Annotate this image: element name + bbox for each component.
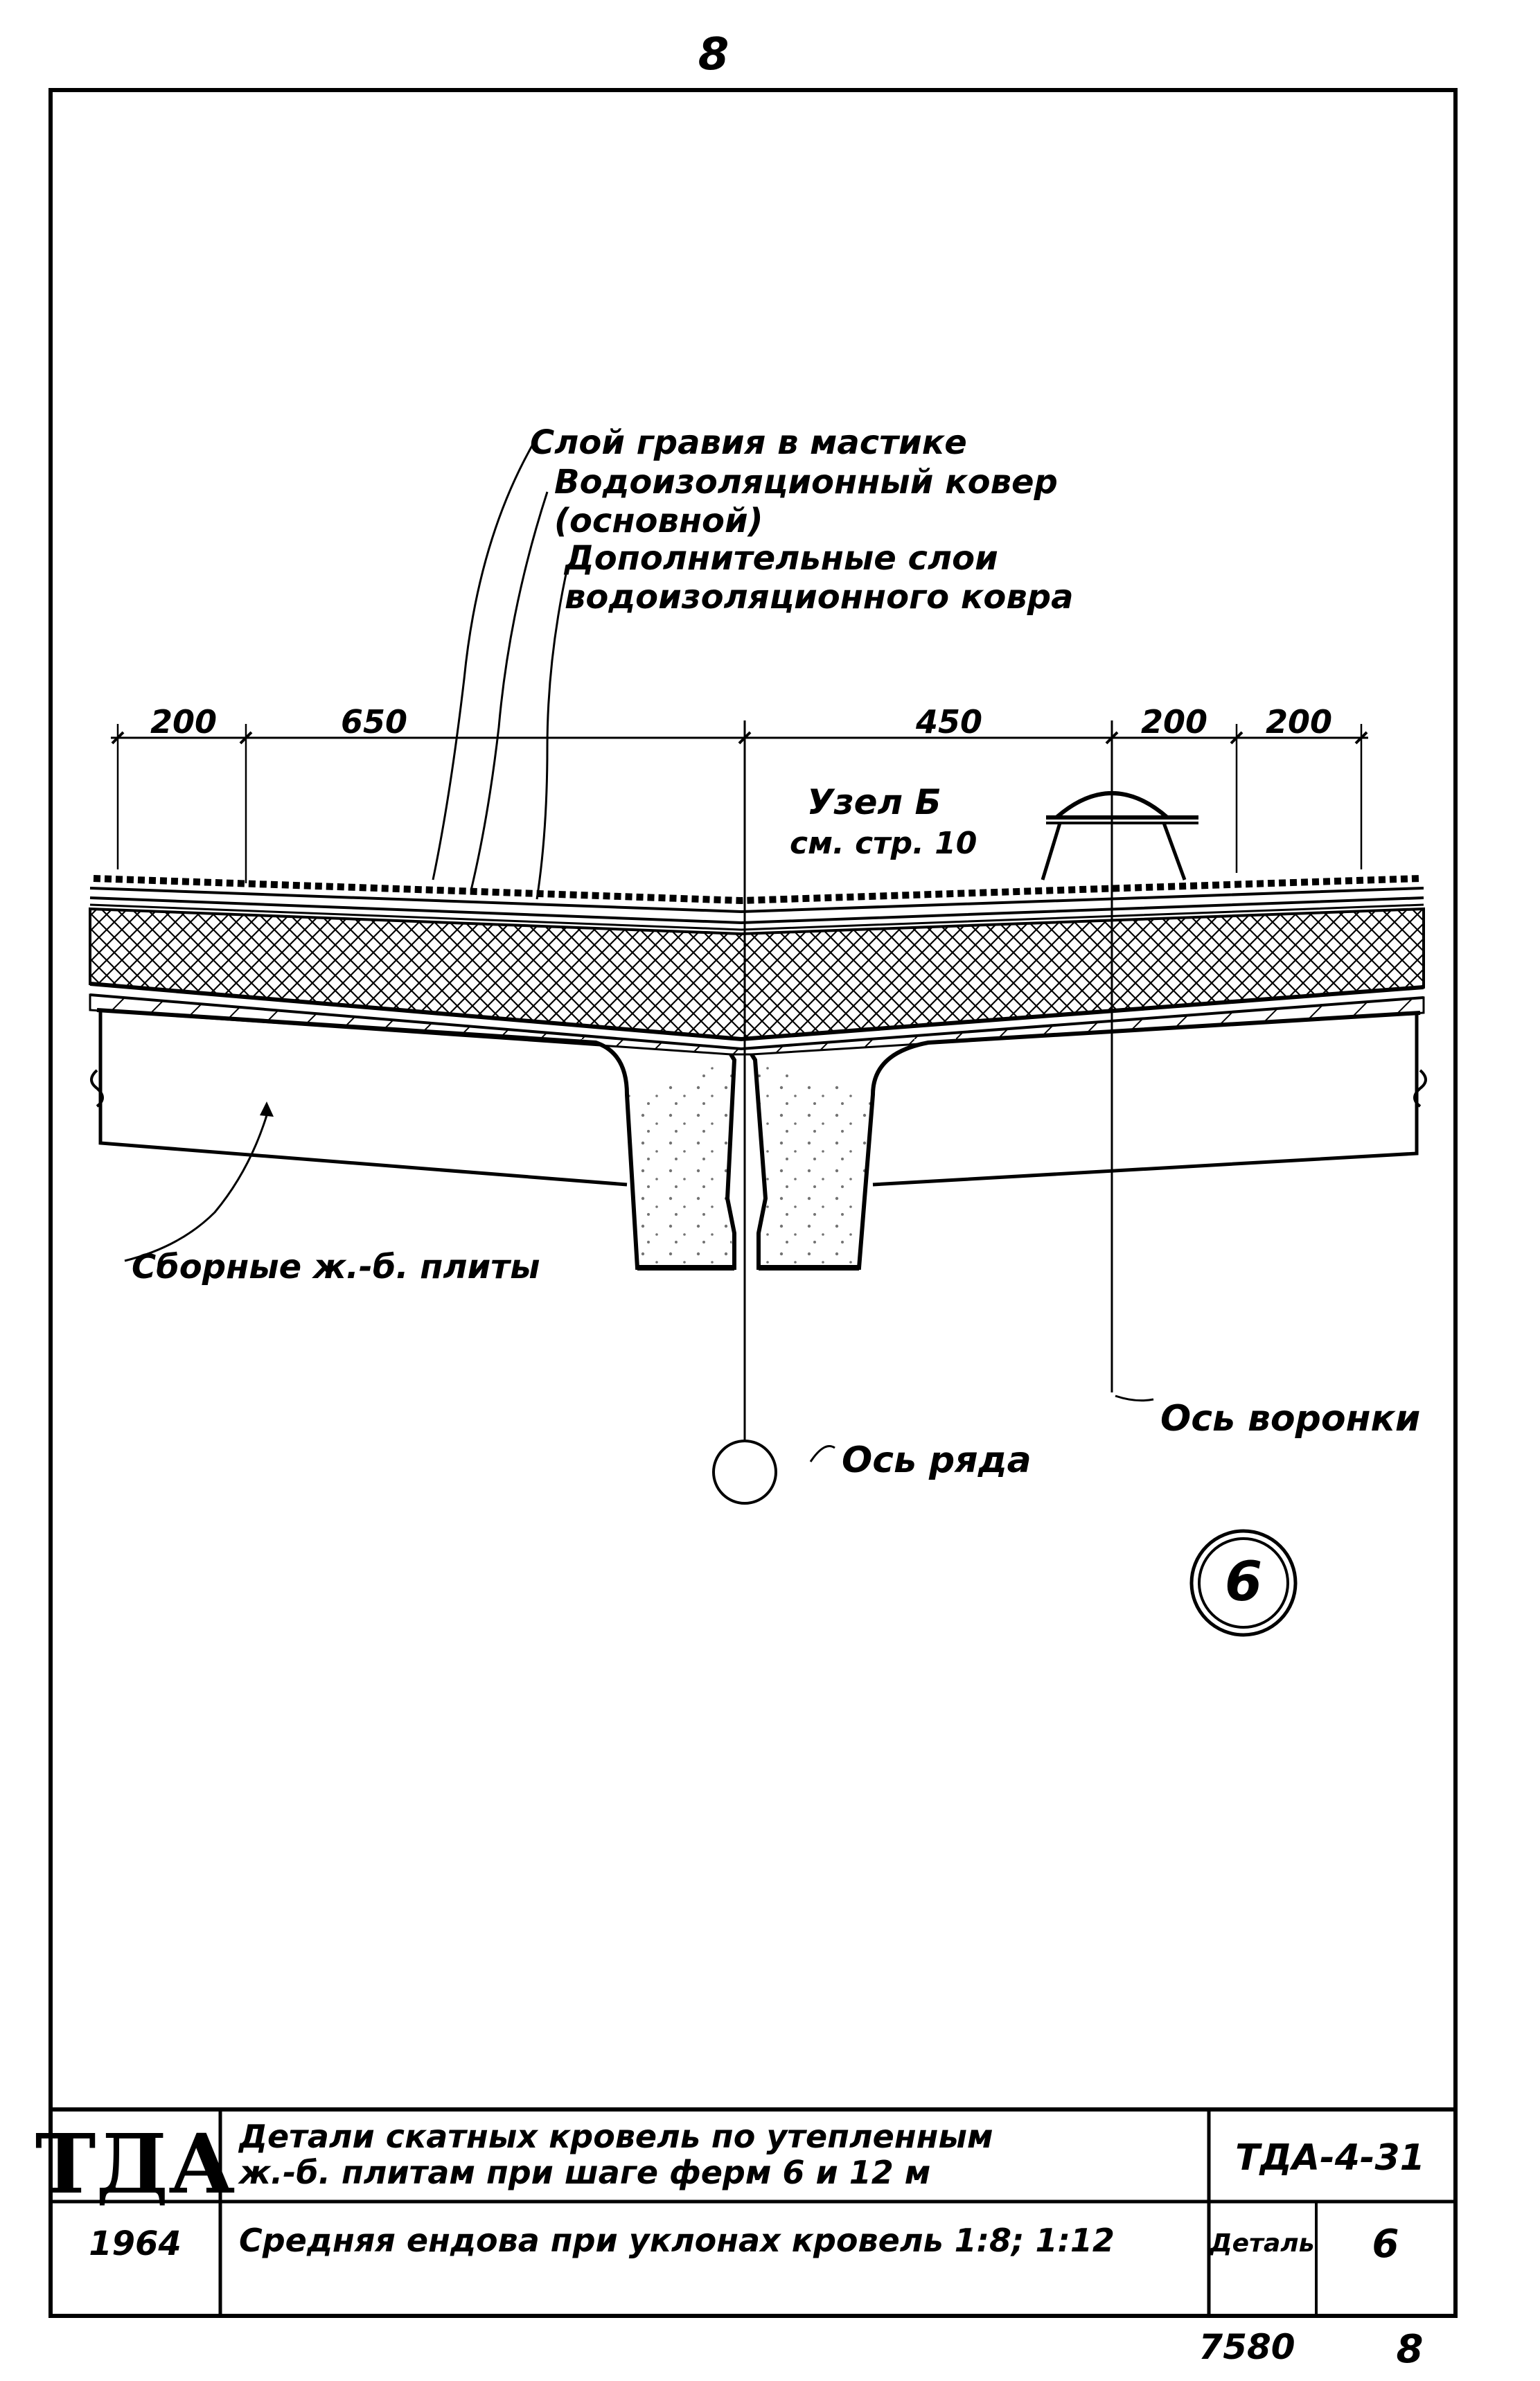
main-carpet-label-2: (основной): [554, 502, 763, 540]
detail-marker-number: 6: [1225, 1551, 1262, 1613]
roof-valley-section: [89, 720, 1427, 1505]
main-carpet-label: Водоизоляционный ковер: [554, 463, 1058, 502]
title-block: [51, 2107, 1455, 2316]
row-axis-label: Ось ряда: [842, 1440, 1032, 1481]
title-block-year: 1964: [89, 2224, 182, 2263]
sheet-code: 7580: [1198, 2327, 1295, 2367]
dimension-label: 200: [1266, 703, 1332, 741]
node-reference-label: Узел Б: [807, 782, 941, 822]
left-precast-slab: [96, 1008, 737, 1270]
title-block-detail-number: 6: [1372, 2222, 1399, 2267]
extra-layers-label-2: водоизоляционного ковра: [565, 578, 1074, 617]
gravel-in-mastic-layer: [93, 875, 1421, 905]
title-block-title-line-2: ж.-б. плитам при шаге ферм 6 и 12 м: [238, 2154, 930, 2191]
right-precast-slab: [750, 1011, 1421, 1270]
dimension-label: 450: [915, 703, 982, 741]
title-block-title-line-1: Детали скатных кровель по утепленным: [238, 2118, 993, 2155]
sheet-frame: [48, 88, 1458, 2318]
precast-slabs-label: Сборные ж.-б. плиты: [132, 1248, 540, 1286]
title-block-logo: ТДА: [35, 2116, 236, 2212]
row-axis-marker: [712, 1440, 777, 1505]
waterproof-carpet-main: [89, 887, 1424, 914]
dimension-label: 200: [1141, 703, 1207, 741]
dimension-chain: 200 650 450 200 200: [111, 703, 1368, 883]
dimension-label: 200: [150, 703, 217, 741]
leader-lines: [124, 443, 1154, 1462]
title-block-detail-label: Деталь: [1210, 2229, 1315, 2258]
roof-funnel: [1041, 791, 1198, 880]
title-block-code: ТДА-4-31: [1235, 2137, 1425, 2179]
gravel-layer-label: Слой гравия в мастике: [530, 423, 967, 462]
extra-layers-label: Дополнительные слои: [563, 539, 998, 578]
node-reference-label-2: см. стр. 10: [790, 826, 977, 861]
waterproof-carpet-extra: [89, 896, 1424, 925]
title-block-subtitle: Средняя ендова при уклонах кровель 1:8; …: [239, 2222, 1115, 2259]
dimension-label: 650: [341, 703, 407, 741]
detail-marker: 6: [1189, 1529, 1298, 1637]
funnel-axis-label: Ось воронки: [1160, 1398, 1420, 1440]
page-number-bottom: 8: [1397, 2327, 1424, 2372]
page-number-top: 8: [698, 29, 729, 80]
